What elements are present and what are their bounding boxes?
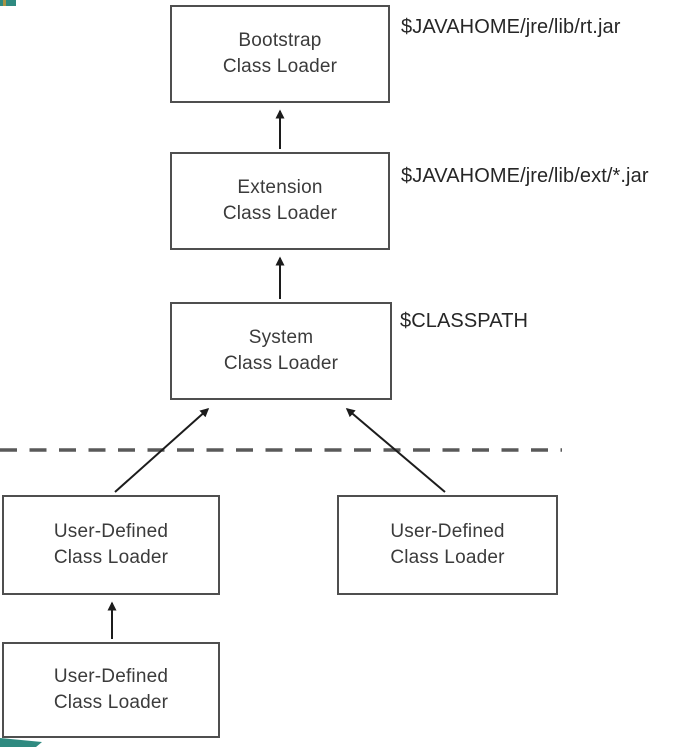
extension-path-annotation: $JAVAHOME/jre/lib/ext/*.jar	[401, 165, 649, 187]
slide-decoration-bottom-left	[0, 738, 42, 747]
box-label-line1: System	[248, 327, 314, 348]
box-label-line1: Bootstrap	[238, 30, 322, 51]
box-label-line1: User-Defined	[390, 521, 505, 542]
extension-class-loader-box: Extension Class Loader	[170, 152, 390, 250]
system-class-loader-box: System Class Loader	[170, 302, 392, 400]
bootstrap-path-annotation: $JAVAHOME/jre/lib/rt.jar	[401, 16, 621, 38]
user-defined-class-loader-box-right: User-Defined Class Loader	[337, 495, 558, 595]
box-label-line2: Class Loader	[390, 547, 505, 568]
box-label-line2: Class Loader	[53, 692, 169, 713]
box-label-line1: User-Defined	[53, 666, 169, 687]
bootstrap-class-loader-box: Bootstrap Class Loader	[170, 5, 390, 103]
slide-decoration-top-left	[0, 0, 16, 6]
box-label-line2: Class Loader	[53, 547, 169, 568]
box-label-line2: Class Loader	[222, 203, 338, 224]
box-label-line2: Class Loader	[223, 353, 339, 374]
box-label-line2: Class Loader	[222, 56, 338, 77]
arrow-user-left-to-system	[114, 408, 210, 493]
system-path-annotation: $CLASSPATH	[400, 310, 529, 332]
box-label-line1: Extension	[237, 177, 323, 198]
box-label-line1: User-Defined	[53, 521, 169, 542]
user-defined-class-loader-box-left: User-Defined Class Loader	[2, 495, 220, 595]
arrow-user-right-to-system	[345, 408, 446, 493]
user-defined-class-loader-box-bottom: User-Defined Class Loader	[2, 642, 220, 738]
